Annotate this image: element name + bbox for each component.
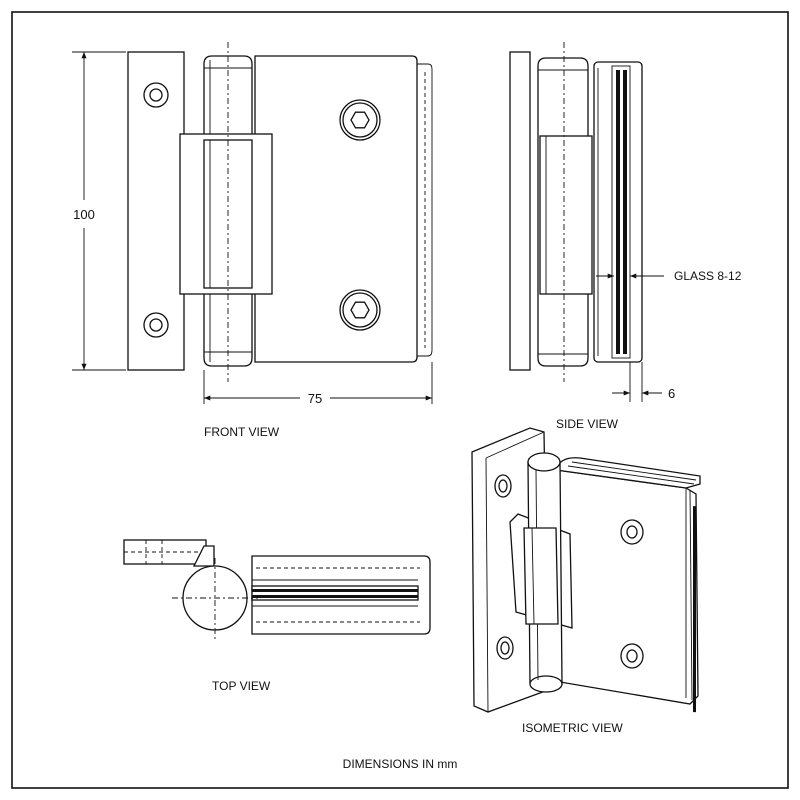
hex-screw-top bbox=[339, 99, 381, 141]
side-dimensions: GLASS 8-12 6 bbox=[596, 269, 742, 402]
dimension-height: 100 bbox=[73, 207, 95, 222]
isometric-view-label: ISOMETRIC VIEW bbox=[522, 721, 623, 735]
drawing-border bbox=[11, 11, 789, 789]
units-note: DIMENSIONS IN mm bbox=[343, 757, 458, 771]
dimension-width: 75 bbox=[308, 391, 322, 406]
top-view-label: TOP VIEW bbox=[212, 679, 271, 693]
glass-thickness-label: GLASS 8-12 bbox=[674, 269, 742, 283]
front-dimensions: 100 75 bbox=[72, 51, 433, 406]
front-view-label: FRONT VIEW bbox=[204, 425, 280, 439]
iso-hex-screw-top bbox=[620, 519, 644, 545]
iso-mounting-hole-top bbox=[494, 474, 512, 498]
front-view bbox=[127, 42, 433, 382]
hex-screw-bottom bbox=[339, 289, 381, 331]
top-view bbox=[123, 539, 431, 640]
mounting-hole-bottom bbox=[143, 312, 169, 338]
mounting-hole-top bbox=[143, 82, 169, 108]
iso-mounting-hole-bottom bbox=[496, 636, 514, 660]
iso-hex-screw-bottom bbox=[620, 643, 644, 669]
isometric-view bbox=[471, 427, 701, 713]
side-view bbox=[509, 42, 643, 382]
dimension-lip: 6 bbox=[668, 386, 675, 401]
side-view-label: SIDE VIEW bbox=[556, 417, 619, 431]
